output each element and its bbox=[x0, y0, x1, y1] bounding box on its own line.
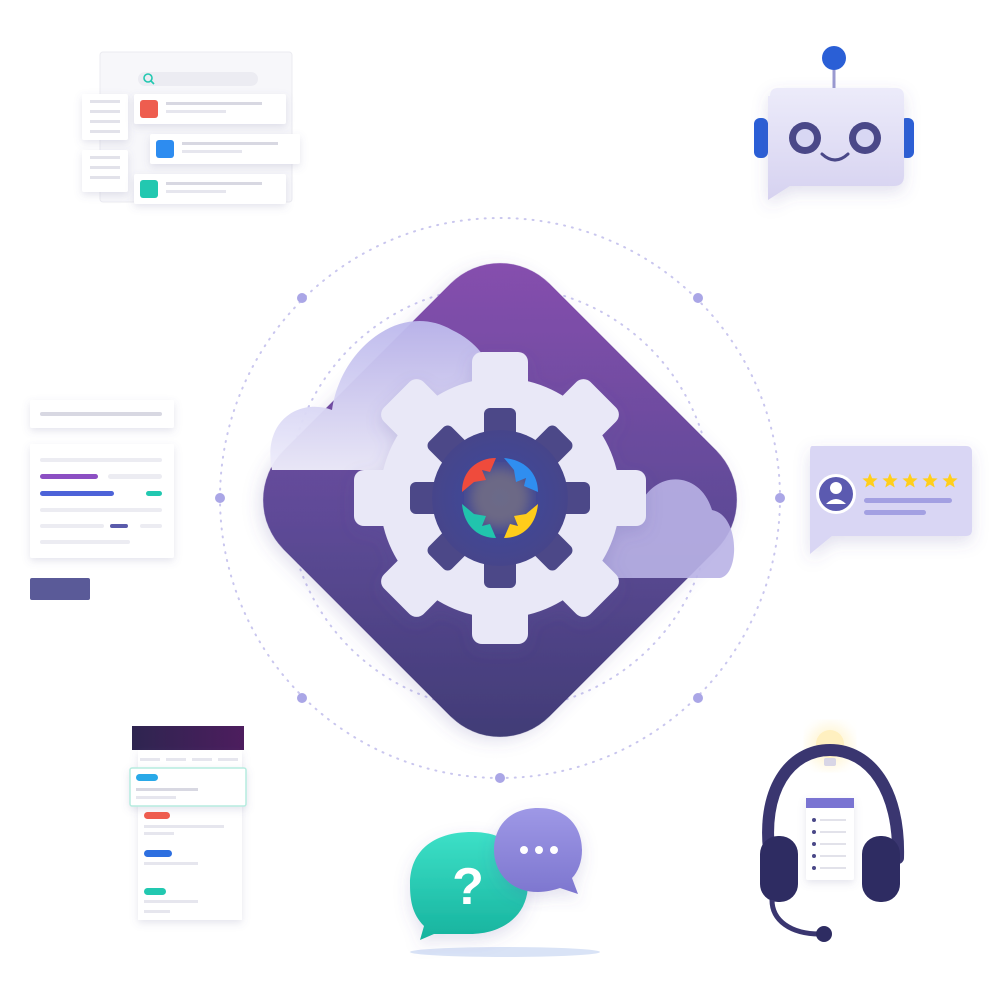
orbit-node-dots bbox=[215, 293, 785, 783]
document-list-icon bbox=[82, 51, 300, 204]
list-item bbox=[134, 94, 286, 124]
star-icon bbox=[882, 473, 898, 488]
star-rating bbox=[862, 473, 958, 488]
list-item bbox=[134, 174, 286, 204]
star-icon bbox=[942, 473, 958, 488]
ellipsis-icon bbox=[520, 846, 558, 854]
star-icon bbox=[922, 473, 938, 488]
help-chat-icon: ? bbox=[410, 808, 600, 957]
star-icon bbox=[902, 473, 918, 488]
ticket-list-icon bbox=[129, 726, 247, 920]
review-rating-icon bbox=[810, 446, 972, 554]
star-icon bbox=[862, 473, 878, 488]
cloud-gear-logo-icon bbox=[263, 263, 737, 737]
cloud-right-icon bbox=[589, 479, 735, 578]
search-icon bbox=[143, 73, 155, 85]
support-headset-icon bbox=[760, 724, 905, 942]
submit-button-shape bbox=[30, 578, 90, 600]
chatbot-icon bbox=[754, 46, 914, 200]
brand-mark-icon bbox=[462, 458, 538, 538]
inner-gear-icon bbox=[410, 408, 590, 588]
form-panel-icon bbox=[30, 400, 174, 600]
avatar-icon bbox=[816, 474, 856, 514]
question-mark-icon: ? bbox=[452, 858, 484, 916]
list-item bbox=[150, 134, 300, 164]
